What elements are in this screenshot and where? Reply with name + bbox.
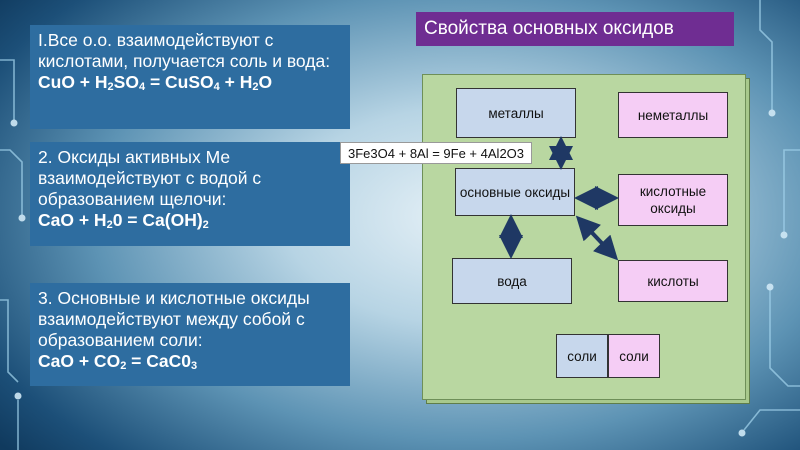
- box3-formula: CaO + CO2 = CaC03: [38, 351, 198, 372]
- thermite-reaction-label: 3Fe3O4 + 8Al = 9Fe + 4Al2O3: [340, 142, 533, 164]
- box2-formula: CaO + H20 = Ca(OH)2: [38, 210, 209, 231]
- box1-text: I.Все о.о. взаимодействуют с кислотами, …: [38, 30, 331, 71]
- node-water: вода: [452, 258, 572, 304]
- node-metals: металлы: [456, 88, 576, 138]
- slide-title: Свойства основных оксидов: [416, 12, 734, 46]
- text-box-water: 2. Оксиды активных Ме взаимодействуют с …: [30, 142, 350, 246]
- text-box-oxides: 3. Основные и кислотные оксиды взаимодей…: [30, 283, 350, 386]
- node-salt-right: соли: [608, 334, 660, 378]
- node-nonmetals: неметаллы: [618, 92, 728, 138]
- text-box-acids: I.Все о.о. взаимодействуют с кислотами, …: [30, 25, 350, 129]
- node-acidic-oxides: кислотные оксиды: [618, 174, 728, 226]
- box2-text: 2. Оксиды активных Ме взаимодействуют с …: [38, 147, 262, 209]
- box1-formula: CuO + H2SO4 = CuSO4 + H2O: [38, 72, 273, 93]
- node-salt-left: соли: [556, 334, 608, 378]
- node-acids: кислоты: [618, 260, 728, 302]
- arrow-basic-acids: [575, 215, 619, 261]
- box3-text: 3. Основные и кислотные оксиды взаимодей…: [38, 288, 310, 350]
